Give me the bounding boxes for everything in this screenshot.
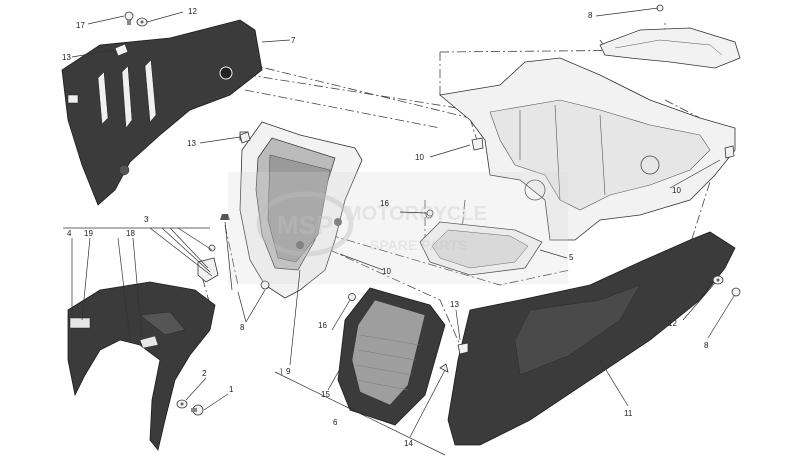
screw-17	[124, 11, 134, 25]
callout-1: 1	[229, 385, 234, 394]
seat-subframe	[439, 57, 736, 241]
callout-11: 11	[624, 409, 633, 418]
fastener-16-mid	[426, 209, 434, 217]
screw-8-right	[731, 287, 741, 297]
callout-12-top: 12	[188, 7, 197, 16]
callout-4: 4	[67, 229, 72, 238]
clip-13-top	[114, 43, 129, 57]
callout-16-mid: 16	[380, 199, 389, 208]
inner-bracket	[239, 121, 363, 299]
callout-13-top: 13	[62, 53, 71, 62]
callout-19: 19	[84, 229, 93, 238]
cover-plate	[419, 211, 543, 276]
callout-16-left: 16	[318, 321, 327, 330]
watermark-badge: MSP	[277, 210, 333, 240]
washer-2	[176, 399, 188, 409]
callout-10-low: 10	[382, 267, 391, 276]
watermark: MSP MOTORCYCLE SPARE PARTS	[228, 172, 568, 284]
grille-panel	[337, 287, 446, 426]
callout-15: 15	[321, 390, 330, 399]
callout-17: 17	[76, 21, 85, 30]
callout-5: 5	[569, 253, 574, 262]
clip-13-low	[457, 342, 469, 355]
clip-10-mid	[471, 137, 484, 151]
callout-2: 2	[202, 369, 207, 378]
callout-8-left: 8	[240, 323, 245, 332]
callout-9: 9	[286, 367, 291, 376]
side-panel-left	[61, 19, 263, 206]
callout-10-mid: 10	[415, 153, 424, 162]
callout-8-top: 8	[588, 11, 593, 20]
callout-10-right: 10	[672, 186, 681, 195]
callout-13-mid: 13	[187, 139, 196, 148]
top-bracket	[599, 4, 741, 69]
assembly-lines	[149, 20, 721, 346]
callout-12-right: 12	[668, 319, 677, 328]
fastener-16-left	[348, 293, 356, 301]
callout-13-low: 13	[450, 300, 459, 309]
clip-13-mid	[239, 131, 251, 144]
watermark-line2: SPARE PARTS	[370, 237, 468, 253]
callout-7: 7	[291, 36, 296, 45]
callout-6: 6	[333, 418, 338, 427]
front-mudguard	[67, 281, 216, 451]
washer-12-right	[712, 275, 724, 285]
washer-12-left	[136, 17, 148, 27]
clip-10-right	[724, 145, 735, 159]
watermark-line1: MOTORCYCLE	[345, 203, 487, 225]
callout-3: 3	[144, 215, 149, 224]
callout-14: 14	[404, 439, 413, 448]
screw-1	[191, 404, 204, 416]
clip-14	[439, 363, 449, 373]
leader-lines	[63, 7, 735, 456]
callout-8-right: 8	[704, 341, 709, 350]
fastener-8-left	[220, 214, 270, 290]
callout-labels: 1 2 3 4 5 6 7 8 8 8 9 10 10 10 11 12 12 …	[62, 7, 709, 448]
callout-18: 18	[126, 229, 135, 238]
